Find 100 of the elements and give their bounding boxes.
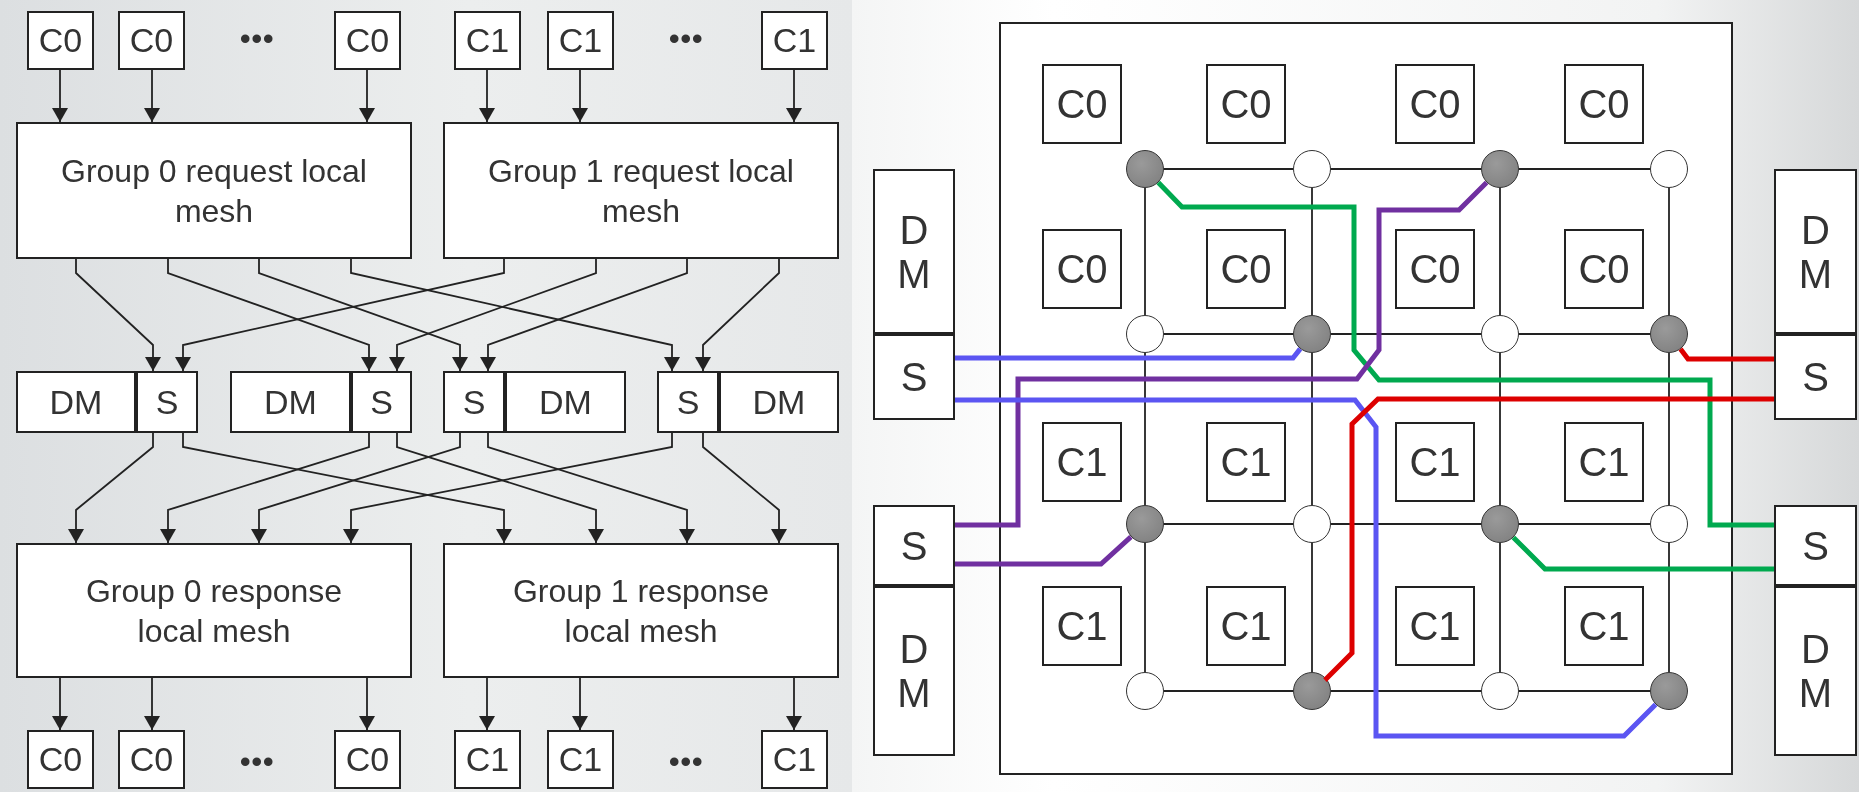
core-box: C1 xyxy=(1564,422,1644,502)
arrow xyxy=(359,677,375,731)
connector-line xyxy=(1330,168,1482,170)
connector-line xyxy=(1163,690,1294,692)
router-circle xyxy=(1126,150,1164,188)
switch-box: S xyxy=(873,334,955,420)
connector-line xyxy=(1668,352,1670,506)
core-box: C1 xyxy=(454,730,521,789)
route-line xyxy=(1511,535,1774,572)
core-box: C1 xyxy=(454,11,521,70)
router-circle xyxy=(1293,315,1331,353)
connector-line xyxy=(1144,187,1146,316)
core-box: C1 xyxy=(1564,586,1644,666)
dm-box: DM xyxy=(1774,586,1857,756)
dm-box: DM xyxy=(230,371,351,433)
arrow xyxy=(52,677,68,731)
router-circle xyxy=(1481,505,1519,543)
connector-line xyxy=(1518,690,1651,692)
arrow xyxy=(786,677,802,731)
arrow xyxy=(480,258,688,372)
core-box: C0 xyxy=(334,11,401,70)
connector-line xyxy=(1668,542,1670,673)
connector-line xyxy=(1518,523,1651,525)
route-line xyxy=(1678,347,1774,362)
arrow xyxy=(251,432,461,544)
arrow xyxy=(572,69,588,123)
arrow xyxy=(487,432,695,544)
connector-line xyxy=(1163,168,1294,170)
arrow xyxy=(144,677,160,731)
router-circle xyxy=(1293,150,1331,188)
core-box: C0 xyxy=(118,730,185,789)
arrow xyxy=(396,432,604,544)
router-circle xyxy=(1650,150,1688,188)
arrow xyxy=(350,258,680,372)
core-box: C0 xyxy=(1206,64,1286,144)
ellipsis-mark: ••• xyxy=(240,22,275,56)
ellipsis-mark: ••• xyxy=(669,22,704,56)
arrow xyxy=(343,432,673,544)
switch-box: S xyxy=(136,371,198,433)
router-circle xyxy=(1650,505,1688,543)
dm-box: DM xyxy=(505,371,626,433)
arrow xyxy=(182,432,512,544)
connector-line xyxy=(1518,168,1651,170)
dm-box: DM xyxy=(873,169,955,334)
arrow xyxy=(68,432,154,544)
arrow xyxy=(702,432,787,544)
router-circle xyxy=(1126,672,1164,710)
arrow xyxy=(479,69,495,123)
core-box: C0 xyxy=(118,11,185,70)
core-box: C1 xyxy=(761,730,828,789)
core-box: C1 xyxy=(1042,586,1122,666)
switch-box: S xyxy=(657,371,719,433)
switch-box: S xyxy=(873,505,955,586)
route-line xyxy=(955,397,1658,739)
router-circle xyxy=(1481,672,1519,710)
core-box: C1 xyxy=(547,730,614,789)
arrow xyxy=(572,677,588,731)
mesh-box: Group 1 response local mesh xyxy=(443,543,839,678)
switch-box: S xyxy=(351,371,412,433)
arrow xyxy=(695,258,780,372)
core-box: C1 xyxy=(1042,422,1122,502)
router-circle xyxy=(1293,505,1331,543)
core-box: C0 xyxy=(1564,64,1644,144)
route-line xyxy=(955,534,1133,567)
connector-line xyxy=(1311,187,1313,316)
core-box: C0 xyxy=(27,11,94,70)
core-box: C1 xyxy=(547,11,614,70)
switch-box: S xyxy=(1774,505,1857,586)
router-circle xyxy=(1126,505,1164,543)
core-box: C1 xyxy=(1395,586,1475,666)
route-line xyxy=(1156,180,1774,528)
connector-line xyxy=(1330,690,1482,692)
dm-box: DM xyxy=(719,371,839,433)
core-box: C1 xyxy=(1206,422,1286,502)
core-box: C0 xyxy=(1042,229,1122,309)
core-box: C0 xyxy=(1206,229,1286,309)
connector-line xyxy=(1163,333,1294,335)
dm-box: DM xyxy=(873,586,955,756)
core-box: C0 xyxy=(27,730,94,789)
dm-box: DM xyxy=(16,371,136,433)
arrow xyxy=(258,258,468,372)
ellipsis-mark: ••• xyxy=(669,745,704,779)
core-box: C0 xyxy=(1042,64,1122,144)
connector-line xyxy=(1518,333,1651,335)
router-circle xyxy=(1650,315,1688,353)
mesh-box: Group 0 response local mesh xyxy=(16,543,412,678)
arrow xyxy=(144,69,160,123)
connector-line xyxy=(1330,523,1482,525)
route-line xyxy=(955,347,1303,361)
connector-line xyxy=(1311,352,1313,506)
route-line xyxy=(955,180,1489,528)
connector-line xyxy=(1499,542,1501,673)
core-box: C0 xyxy=(1395,64,1475,144)
mesh-box: Group 0 request local mesh xyxy=(16,122,412,259)
ellipsis-mark: ••• xyxy=(240,745,275,779)
chip-outline xyxy=(999,22,1733,775)
switch-box: S xyxy=(443,371,505,433)
router-circle xyxy=(1293,672,1331,710)
arrow xyxy=(167,258,377,372)
arrow xyxy=(786,69,802,123)
